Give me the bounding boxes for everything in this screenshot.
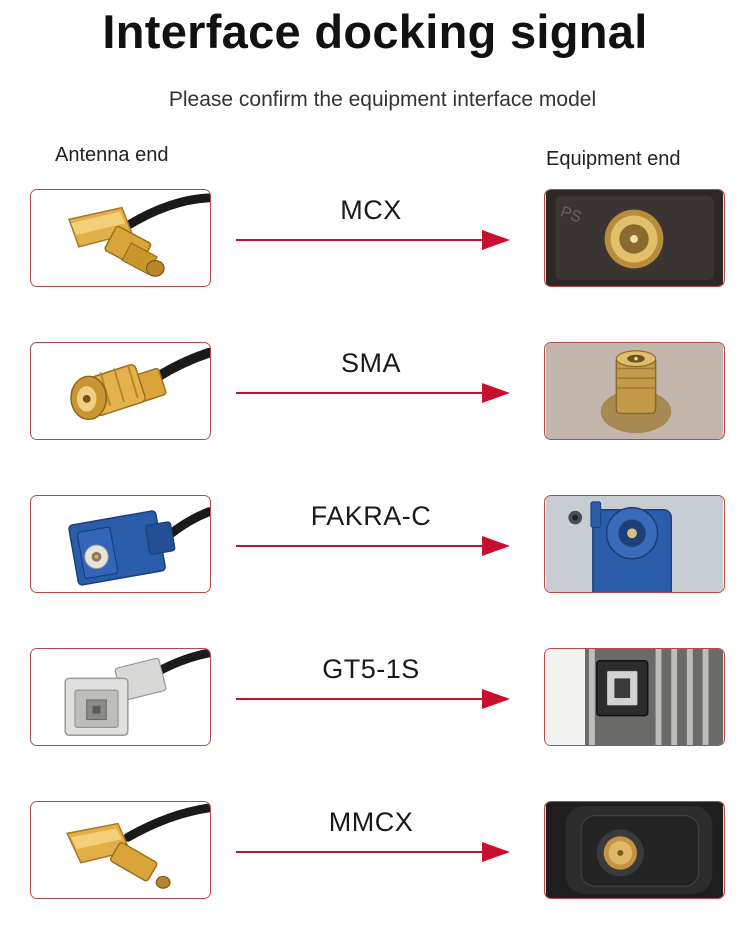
connector-label-mcx: MCX: [340, 195, 402, 225]
connector-row-gt5-1s: GT5-1S: [0, 648, 750, 748]
svg-text:PS: PS: [558, 203, 583, 226]
mcx-plug-icon: [30, 189, 211, 287]
arrow-right-icon: [236, 842, 510, 862]
connector-label-gt5-1s: GT5-1S: [322, 654, 420, 684]
arrow-right-icon: [236, 383, 510, 403]
fakra-jack-icon: [544, 495, 725, 593]
arrow-right-icon: [236, 230, 510, 250]
arrow-right-icon: [236, 689, 510, 709]
connector-label-sma: SMA: [340, 348, 401, 378]
connector-label-fakra-c: FAKRA-C: [310, 501, 432, 531]
connector-row-mmcx: MMCX: [0, 801, 750, 901]
connector-row-fakra-c: FAKRA-C: [0, 495, 750, 595]
mmcx-plug-icon: [30, 801, 211, 899]
antenna-end-heading: Antenna end: [55, 144, 169, 166]
page-title: Interface docking signal: [102, 5, 648, 58]
connector-row-mcx: MCX PS: [0, 189, 750, 289]
arrow-right-icon: [236, 536, 510, 556]
gt5-plug-icon: [30, 648, 211, 746]
mmcx-jack-icon: [544, 801, 725, 899]
sma-plug-icon: [30, 342, 211, 440]
fakra-plug-icon: [30, 495, 211, 593]
equipment-end-heading: Equipment end: [546, 148, 681, 170]
mcx-jack-icon: PS: [544, 189, 725, 287]
connector-row-sma: SMA: [0, 342, 750, 442]
page-subtitle: Please confirm the equipment interface m…: [168, 88, 597, 111]
connector-label-mmcx: MMCX: [328, 807, 414, 837]
sma-jack-icon: [544, 342, 725, 440]
gt5-jack-icon: [544, 648, 725, 746]
